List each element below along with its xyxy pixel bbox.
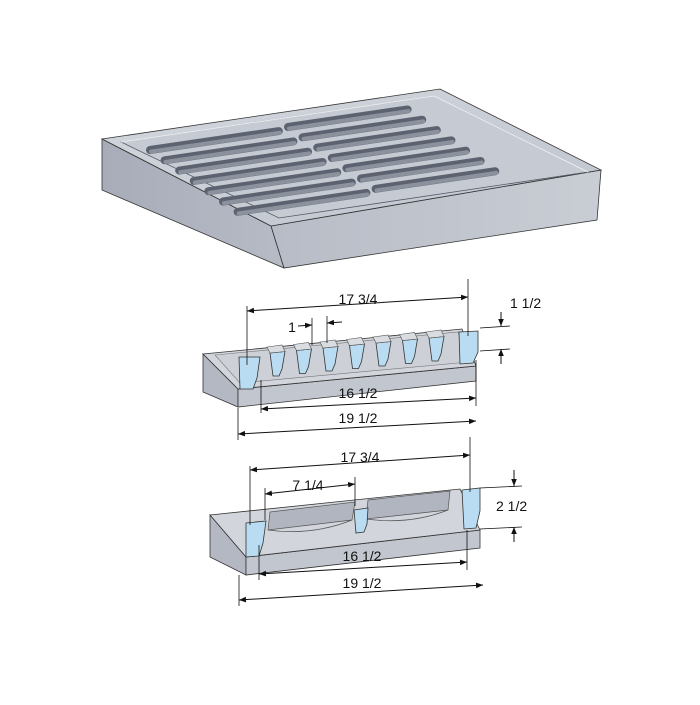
section-b-dim-top: 17 3/4: [341, 449, 380, 465]
section-a-dim-bar: 1: [288, 319, 296, 335]
section-a-bar-top: [399, 332, 418, 341]
section-a-left-section: [238, 356, 261, 390]
section-b-dim-inner: 16 1/2: [343, 548, 382, 564]
section-a-right-section: [458, 330, 479, 365]
grate-slot-floor: [374, 170, 499, 193]
section-b-view: [209, 487, 481, 576]
grate-slot-floor: [149, 130, 282, 154]
grate-3d-view: [100, 88, 603, 269]
section-a-dim-height: 1 1/2: [510, 295, 541, 311]
grate-slot-floor: [163, 141, 297, 164]
grate-slot-floor: [301, 119, 426, 141]
section-a-dim-outer: 19 1/2: [339, 410, 378, 426]
section-a-bar-top: [425, 329, 445, 339]
section-a-dimensions: 17 3/4 1 1 1/2 16 1/2 19 1/2: [237, 279, 541, 440]
section-a-dim-inner: 16 1/2: [339, 385, 378, 401]
grate-slot-floor: [345, 150, 469, 172]
section-a-bar-top: [319, 339, 339, 349]
grate-slots: [146, 105, 500, 216]
section-b-dim-slot: 7 1/4: [292, 477, 323, 493]
section-b-dim-outer: 19 1/2: [343, 575, 382, 591]
section-a-bar-top: [346, 337, 365, 346]
grate-slot-floor: [316, 129, 440, 152]
grate-slot-floor: [192, 161, 326, 185]
section-b-center-section: [353, 507, 369, 534]
grate-slot-floor: [222, 182, 355, 206]
grate-slot-floor: [236, 192, 370, 216]
section-b-dimensions: 17 3/4 7 1/4 2 1/2 16 1/2 19 1/2: [238, 437, 527, 606]
section-a-bars: [266, 329, 445, 377]
grate-slot-floor: [207, 171, 341, 195]
section-b-dim-height: 2 1/2: [496, 498, 527, 514]
section-a-dim-top: 17 3/4: [339, 291, 378, 307]
section-b-right-section: [461, 487, 481, 530]
section-b-left-section: [245, 520, 267, 558]
section-a-bar-top: [372, 334, 392, 344]
grate-slot-floor: [330, 139, 455, 162]
grate-slot-floor: [287, 109, 411, 131]
section-a-bar-top: [293, 342, 312, 351]
grate-slot-floor: [360, 160, 484, 183]
section-a-bar-top: [266, 344, 286, 354]
grate-slot-floor: [178, 151, 311, 175]
